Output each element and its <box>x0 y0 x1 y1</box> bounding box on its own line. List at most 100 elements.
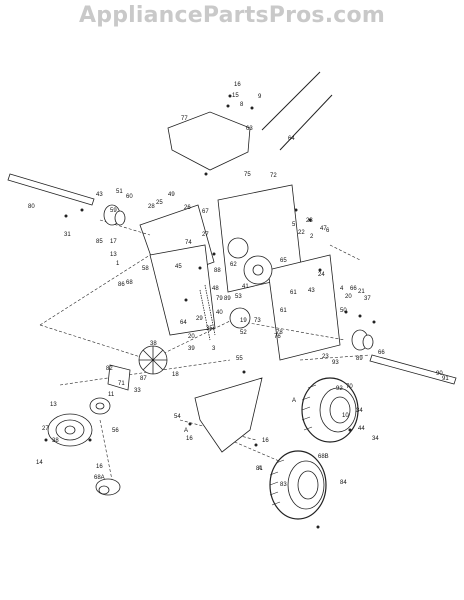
part-callout: 6 <box>326 228 330 234</box>
part-callout: 15 <box>232 93 239 99</box>
right-axle <box>369 354 457 385</box>
center-gear <box>227 237 249 259</box>
part-callout: 50 <box>340 308 347 314</box>
part-callout: 16 <box>234 82 241 88</box>
bearing-68 <box>95 478 121 496</box>
part-callout: 45 <box>175 264 182 270</box>
part-callout: 33 <box>134 388 141 394</box>
part-callout: 67 <box>202 209 209 215</box>
part-callout: 72 <box>270 173 277 179</box>
part-callout: 40 <box>216 310 223 316</box>
part-callout: 21 <box>358 289 365 295</box>
part-callout: 74 <box>185 240 192 246</box>
drive-gear <box>229 307 251 329</box>
part-callout: 35 <box>206 326 213 332</box>
part-callout: 84 <box>340 480 347 486</box>
part-callout: 59 <box>110 208 117 214</box>
part-callout: 61 <box>290 290 297 296</box>
part-callout: 39 <box>188 346 195 352</box>
part-callout: 71 <box>118 381 125 387</box>
handle-rod-2 <box>279 94 333 151</box>
part-callout: 16 <box>186 436 193 442</box>
handle-rod <box>261 71 321 131</box>
auger-pulley <box>47 413 93 447</box>
part-callout: 78 <box>276 330 283 336</box>
idler-bracket <box>107 364 131 391</box>
part-callout: 38 <box>52 438 59 444</box>
part-callout: 68A <box>94 475 105 481</box>
part-callout: 11 <box>108 392 115 398</box>
part-callout: 91 <box>442 376 449 382</box>
part-callout: 23 <box>322 354 329 360</box>
part-callout: 76 <box>274 334 281 340</box>
part-callout: 65 <box>280 258 287 264</box>
part-callout: 60 <box>126 194 133 200</box>
part-callout: 13 <box>50 402 57 408</box>
hub <box>89 397 111 415</box>
part-callout: 66 <box>350 286 357 292</box>
part-callout: 90 <box>436 371 443 377</box>
part-callout: 83 <box>280 482 287 488</box>
part-callout: 3 <box>212 346 216 352</box>
part-callout: 25 <box>156 200 163 206</box>
part-callout: A <box>258 466 262 472</box>
part-callout: 23 <box>306 218 313 224</box>
part-callout: 68 <box>126 280 133 286</box>
lower-wheel <box>269 450 327 520</box>
part-callout: 51 <box>116 189 123 195</box>
part-callout: 66 <box>378 350 385 356</box>
part-callout: 64 <box>180 320 187 326</box>
part-callout: 52 <box>240 330 247 336</box>
left-axle <box>7 173 95 206</box>
part-callout: 93 <box>332 360 339 366</box>
part-callout: 34 <box>356 408 363 414</box>
part-callout: 22 <box>298 230 305 236</box>
part-callout: 38 <box>150 341 157 347</box>
part-callout: 89 <box>356 356 363 362</box>
part-callout: 68B <box>318 454 329 460</box>
part-callout: 16 <box>262 438 269 444</box>
part-callout: 87 <box>140 376 147 382</box>
part-callout: 31 <box>64 232 71 238</box>
part-callout: 37 <box>364 296 371 302</box>
part-callout: 18 <box>172 372 179 378</box>
chain <box>199 284 216 341</box>
part-callout: 61 <box>280 308 287 314</box>
top-shroud <box>167 111 251 171</box>
chute-funnel <box>194 377 263 453</box>
part-callout: 79 <box>216 296 223 302</box>
part-callout: 14 <box>36 460 43 466</box>
part-callout: 55 <box>236 356 243 362</box>
part-callout: 29 <box>196 316 203 322</box>
part-callout: 28 <box>148 204 155 210</box>
part-callout: 88 <box>214 268 221 274</box>
part-callout: 82 <box>106 366 113 372</box>
part-callout: 62 <box>230 262 237 268</box>
part-callout: 80 <box>28 204 35 210</box>
watermark-text: AppliancePartsPros.com <box>79 3 385 28</box>
part-callout: 73 <box>254 318 261 324</box>
part-callout: 47 <box>320 226 327 232</box>
part-callout: 16 <box>96 464 103 470</box>
part-callout: 64 <box>288 136 295 142</box>
part-callout: 70 <box>346 384 353 390</box>
part-callout: 77 <box>181 116 188 122</box>
part-callout: 34 <box>372 436 379 442</box>
part-callout: 27 <box>42 426 49 432</box>
part-callout: A <box>292 398 296 404</box>
part-callout: 8 <box>240 102 244 108</box>
right-frame <box>267 254 341 361</box>
part-callout: 63 <box>246 126 253 132</box>
part-callout: 24 <box>318 272 325 278</box>
part-callout: 43 <box>96 192 103 198</box>
part-callout: 4 <box>340 286 344 292</box>
part-callout: 49 <box>168 192 175 198</box>
part-callout: A <box>184 428 188 434</box>
part-callout: 89 <box>224 296 231 302</box>
part-callout: 58 <box>142 266 149 272</box>
part-callout: 1 <box>116 261 120 267</box>
upper-wheel <box>301 377 359 443</box>
part-callout: 10 <box>342 413 349 419</box>
part-callout: 26 <box>184 205 191 211</box>
